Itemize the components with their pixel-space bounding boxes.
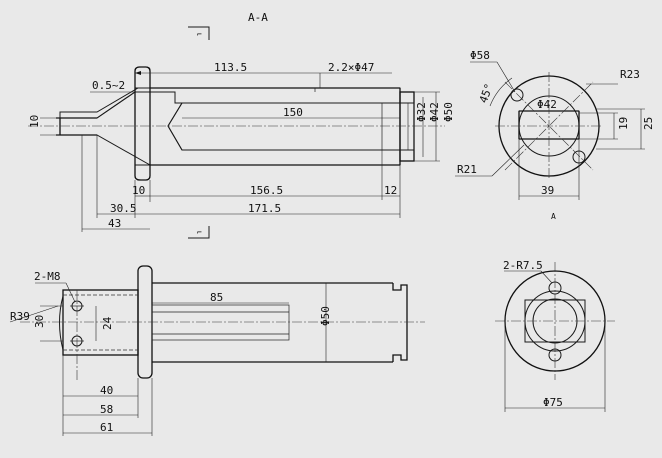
dim-113-5: 113.5 [214,61,247,74]
section-title: A-A [248,11,268,24]
section-mark-top: ⌐ [188,26,210,40]
dim-end-d58: Φ58 [470,49,490,62]
dim-d50-bottom: Φ50 [319,306,332,326]
dim-d50: Φ50 [442,102,455,122]
dim-chamfer-05: 0.5~2 [92,79,125,92]
dim-61: 61 [100,421,113,434]
dim-30-5: 30.5 [110,202,137,215]
dim-30-bottom: 30 [33,315,46,328]
dim-43: 43 [108,217,121,230]
flange [134,66,151,181]
angle-45: 45° [477,82,496,105]
bore [167,102,401,151]
upper-hatch [59,66,401,119]
svg-text:⌐: ⌐ [197,228,202,237]
dim-171-5: 171.5 [248,202,281,215]
right-collar [399,91,415,162]
dim-d32: Φ32 [415,102,428,122]
label-m8: 2-M8 [34,270,61,283]
dim-d75: Φ75 [543,396,563,409]
dim-10-flange: 10 [28,115,41,128]
section-mark-bottom: ⌐ [188,226,210,239]
dim-25: 25 [642,117,655,130]
dim-19: 19 [617,117,630,130]
dim-end-d42: Φ42 [537,98,557,111]
dim-d42: Φ42 [428,102,441,122]
end-view: 45° Φ58 Φ42 R23 R21 19 25 39 A [455,49,655,221]
dim-58-bottom: 58 [100,403,113,416]
bottom-view: 2-M8 R39 30 24 85 Φ50 40 58 61 [9,265,425,436]
dim-156-5: 156.5 [250,184,283,197]
label-r39: R39 [10,310,30,323]
side-view: 2-R7.5 Φ75 [495,259,615,412]
section-view-a-a: 113.5 2.2×Φ47 0.5~2 10 150 Φ32 Φ42 Φ50 1… [28,61,455,232]
dim-chamfer-47: 2.2×Φ47 [328,61,374,74]
dim-24: 24 [101,316,114,330]
dim-10-lower: 10 [132,184,145,197]
dim-r21: R21 [457,163,477,176]
label-r7-5: 2-R7.5 [503,259,543,272]
dim-150: 150 [283,106,303,119]
dim-40: 40 [100,384,113,397]
dim-r23: R23 [620,68,640,81]
view-a-label: A [551,212,556,221]
dim-85: 85 [210,291,223,304]
dim-12: 12 [384,184,397,197]
svg-text:⌐: ⌐ [197,30,202,39]
body-hatch [59,87,401,181]
dim-39: 39 [541,184,554,197]
